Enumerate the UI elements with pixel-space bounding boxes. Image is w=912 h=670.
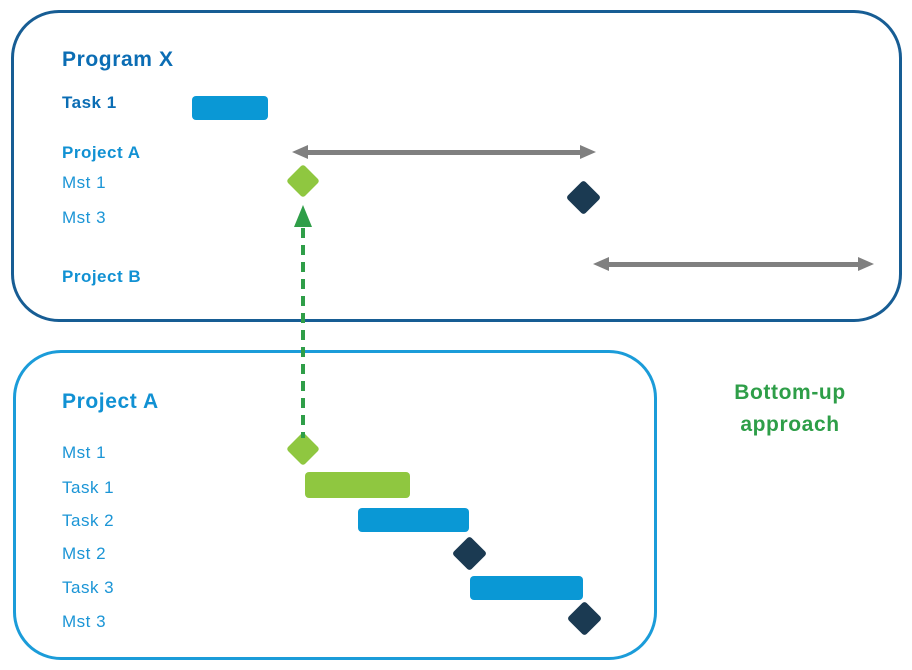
project-a-panel — [13, 350, 657, 660]
project-row-label-task2: Task 2 — [62, 511, 115, 530]
program-row-label-projecta: Project A — [62, 143, 141, 162]
program-task1-bar — [192, 96, 268, 120]
annotation-line2: approach — [740, 413, 840, 436]
project-task3-bar — [470, 576, 583, 600]
project-row-label-task3: Task 3 — [62, 578, 115, 597]
project-b-duration-arrow — [593, 256, 874, 272]
bottom-up-connector-arrowhead-icon — [294, 205, 312, 227]
project-task2-bar — [358, 508, 469, 532]
annotation-line1: Bottom-up — [734, 381, 846, 404]
program-x-panel — [11, 10, 902, 322]
arrow-left-head-icon — [292, 145, 308, 159]
project-title: Project A — [62, 390, 159, 413]
project-row-label-mst1: Mst 1 — [62, 443, 107, 462]
program-title: Program X — [62, 48, 174, 71]
project-row-label-mst2: Mst 2 — [62, 544, 107, 563]
program-row-label-mst1: Mst 1 — [62, 173, 107, 192]
program-row-label-mst3: Mst 3 — [62, 208, 107, 227]
project-task1-bar — [305, 472, 410, 498]
program-row-label-projectb: Project B — [62, 267, 142, 286]
project-row-label-task1: Task 1 — [62, 478, 115, 497]
bottom-up-approach-label: Bottom-up approach — [695, 377, 885, 441]
project-a-duration-arrow — [292, 144, 596, 160]
program-row-label-task1: Task 1 — [62, 93, 117, 112]
arrow-left-head-icon — [593, 257, 609, 271]
arrow-right-head-icon — [858, 257, 874, 271]
bottom-up-connector-dashed-line — [301, 228, 305, 438]
project-row-label-mst3: Mst 3 — [62, 612, 107, 631]
arrow-right-head-icon — [580, 145, 596, 159]
